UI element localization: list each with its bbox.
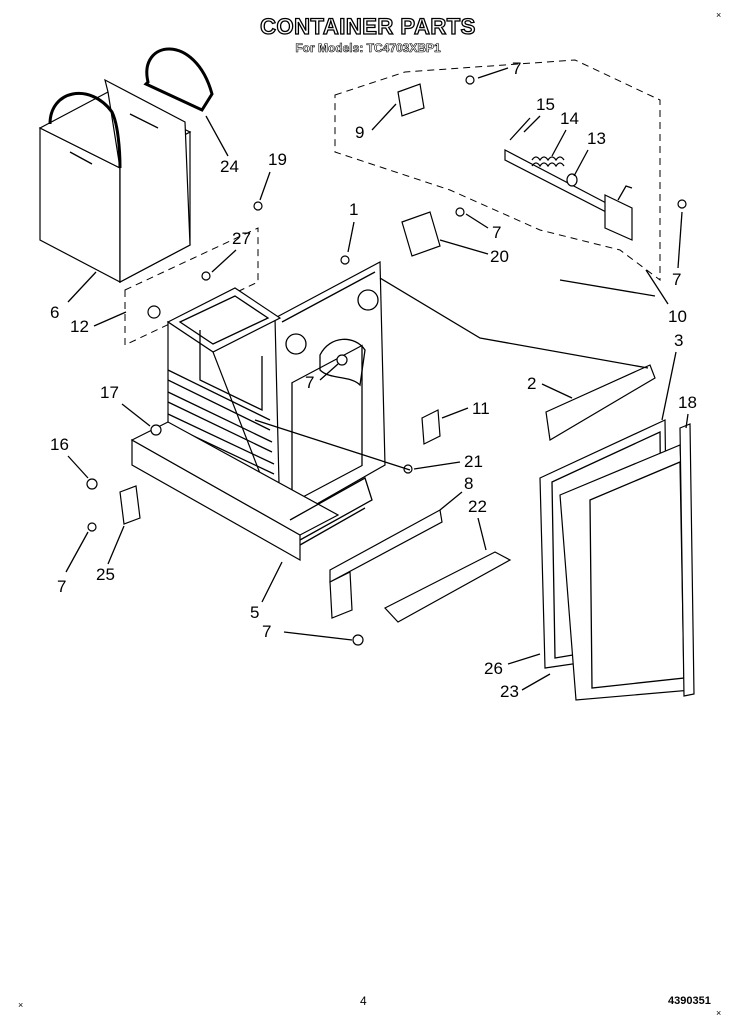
callout-label: 8 [464, 474, 473, 493]
callout-7-hinge: 7 [465, 213, 501, 242]
callout-1: 1 [347, 200, 358, 253]
callout-label: 7 [512, 59, 521, 78]
callout-11: 11 [441, 399, 490, 419]
callout-9: 9 [355, 103, 397, 142]
callout-label: 26 [484, 659, 503, 678]
callout-25: 25 [96, 525, 125, 584]
callout-16: 16 [50, 435, 89, 479]
callout-label: 17 [100, 383, 119, 402]
callout-7-bottom: 7 [262, 622, 353, 641]
cabinet-frame-part [130, 261, 386, 562]
callout-label: 12 [70, 317, 89, 336]
corner-mark: × [716, 10, 722, 20]
callout-2: 2 [527, 374, 573, 399]
callout-13: 13 [573, 129, 606, 177]
callout-27: 27 [211, 229, 251, 273]
callout-label: 5 [250, 603, 259, 622]
model-subtitle: For Models: TC4703XBP1 [295, 41, 441, 56]
hardware-group-outline-top [334, 59, 661, 281]
callout-label: 1 [349, 200, 358, 219]
page-number: 4 [360, 994, 367, 1008]
callout-label: 10 [668, 307, 687, 326]
page-title: CONTAINER PARTS [260, 13, 476, 39]
bracket-25-part [119, 485, 141, 525]
callout-20: 20 [439, 239, 509, 266]
container-bag-part [38, 78, 192, 283]
callout-label: 3 [674, 331, 683, 350]
callout-3: 3 [661, 331, 683, 421]
callout-17: 17 [100, 383, 151, 427]
callout-label: 27 [232, 229, 251, 248]
callout-label: 14 [560, 109, 579, 128]
callout-label: 7 [57, 577, 66, 596]
leader-lines [254, 277, 656, 471]
hinge-20-part [401, 211, 441, 257]
callout-label: 24 [220, 157, 239, 176]
callout-label: 16 [50, 435, 69, 454]
callout-24: 24 [205, 115, 239, 176]
callout-12: 12 [70, 311, 127, 336]
callout-19: 19 [259, 150, 287, 201]
callout-22: 22 [468, 497, 487, 551]
door-assembly-part [329, 364, 695, 701]
callout-label: 23 [500, 682, 519, 701]
document-number: 4390351 [668, 995, 711, 1007]
hardware-group-outline-left [124, 227, 259, 346]
callout-7-top: 7 [477, 59, 521, 79]
bag-handle-part [143, 47, 214, 112]
callout-5: 5 [250, 561, 283, 622]
callout-label: 7 [305, 373, 314, 392]
callout-6: 6 [50, 271, 97, 322]
callout-label: 18 [678, 393, 697, 412]
callout-15: 15 [523, 95, 555, 133]
hinge-bracket-part [397, 83, 633, 241]
callout-10: 10 [645, 269, 687, 326]
callout-8: 8 [439, 474, 473, 511]
callout-23: 23 [500, 673, 551, 701]
callout-26: 26 [484, 653, 541, 678]
callout-7-left: 7 [57, 531, 89, 596]
callout-label: 22 [468, 497, 487, 516]
footer-right-mark: × [716, 1008, 722, 1018]
latch-11-part [421, 409, 441, 445]
callout-label: 21 [464, 452, 483, 471]
callout-7-right: 7 [672, 211, 683, 289]
callout-label: 13 [587, 129, 606, 148]
callout-label: 7 [262, 622, 271, 641]
callout-label: 9 [355, 123, 364, 142]
fasteners [86, 75, 687, 646]
callout-label: 25 [96, 565, 115, 584]
callout-label: 20 [490, 247, 509, 266]
callout-label: 19 [268, 150, 287, 169]
footer-left-mark: × [18, 1000, 24, 1010]
callout-label: 11 [472, 399, 490, 418]
callout-18: 18 [678, 393, 697, 429]
callout-label: 6 [50, 303, 59, 322]
callout-label: 7 [672, 270, 681, 289]
callout-14: 14 [551, 109, 579, 157]
callout-7-frame: 7 [305, 363, 339, 392]
callout-label: 7 [492, 223, 501, 242]
callout-21: 21 [413, 452, 483, 471]
callout-label: 2 [527, 374, 536, 393]
callout-label: 15 [536, 95, 555, 114]
